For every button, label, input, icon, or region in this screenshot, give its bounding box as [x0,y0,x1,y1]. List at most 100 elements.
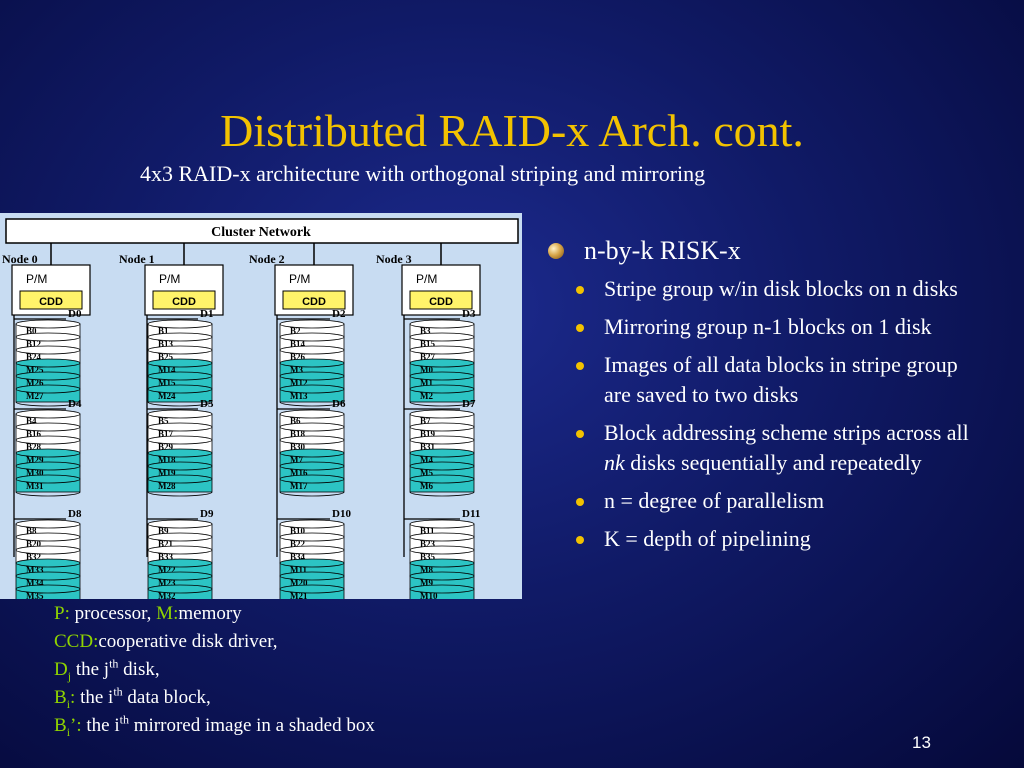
mirror-label: M29 [26,455,44,465]
block-label: B8 [26,526,37,536]
mirror-label: M27 [26,391,44,401]
block-label: B5 [158,416,169,426]
slice-top [409,422,475,432]
slice-top [279,584,345,594]
slice-top [147,435,213,445]
legend-p-key: P: [54,603,70,624]
mirror-label: M2 [420,391,433,401]
mirror-label: M32 [158,591,176,599]
cdd-label: CDD [429,296,453,308]
legend-line-processor: P: processor, M:memory [54,600,375,628]
mirror-label: M9 [420,578,433,588]
bullet-dot-icon [576,324,584,332]
legend-bim-text: the ith mirrored image in a shaded box [81,712,375,736]
slice-top [147,461,213,471]
block-label: B31 [420,442,436,452]
slice-top [147,571,213,581]
slice-top [147,558,213,568]
block-label: B33 [158,552,174,562]
block-label: B13 [158,339,174,349]
disk-bottom [279,401,345,407]
slice-top [147,532,213,542]
bullet-dot-icon [576,536,584,544]
slice-top [409,558,475,568]
mirror-label: M4 [420,455,433,465]
bullet-dot-icon [576,430,584,438]
block-label: B29 [158,442,174,452]
block-label: B3 [420,326,431,336]
slice-top [279,345,345,355]
slice-top [409,409,475,419]
slice-top [15,558,81,568]
mirror-label: M11 [290,565,307,575]
sub-bullet-item: Block addressing scheme strips across al… [574,418,978,478]
legend-bi-key: Bi: [54,687,76,711]
bullet-dot-icon [576,362,584,370]
block-label: B22 [290,539,306,549]
mirror-label: M21 [290,591,308,599]
slice-top [409,545,475,555]
block-label: B35 [420,552,436,562]
slice-top [15,384,81,394]
cdd-label: CDD [302,296,326,308]
slice-top [409,384,475,394]
legend: P: processor, M:memory CCD:cooperative d… [54,600,375,740]
sub-bullet-item: n = degree of parallelism [574,486,978,516]
mirror-label: M12 [290,378,308,388]
mirror-label: M28 [158,481,176,491]
slice-top [15,422,81,432]
slice-top [279,474,345,484]
sub-bullet-item: Mirroring group n-1 blocks on 1 disk [574,312,978,342]
legend-line-disk: Dj the jth disk, [54,656,375,684]
slice-top [409,371,475,381]
block-label: B11 [420,526,435,536]
slice-top [409,345,475,355]
block-label: B23 [420,539,436,549]
legend-m-text: memory [178,603,242,624]
block-label: B27 [420,352,436,362]
legend-p-text: processor, [69,603,157,624]
block-label: B24 [26,352,42,362]
slice-top [15,545,81,555]
legend-bim-key: Bi’: [54,715,82,739]
slice-top [147,371,213,381]
slice-top [15,409,81,419]
block-label: B16 [26,429,42,439]
block-label: B9 [158,526,169,536]
block-label: B12 [26,339,42,349]
sub-bullet-item: K = depth of pipelining [574,524,978,554]
cdd-label: CDD [172,296,196,308]
cdd-label: CDD [39,296,63,308]
pm-label: P/M [159,272,180,286]
block-label: B26 [290,352,306,362]
mirror-label: M31 [26,481,44,491]
slice-top [409,474,475,484]
disk-bottom [279,491,345,497]
slice-top [409,584,475,594]
legend-line-mirror: Bi’: the ith mirrored image in a shaded … [54,712,375,740]
slice-top [147,422,213,432]
block-label: B28 [26,442,42,452]
pm-label: P/M [416,272,437,286]
slice-top [279,571,345,581]
slice-top [147,474,213,484]
block-label: B10 [290,526,306,536]
mirror-label: M14 [158,365,176,375]
block-label: B19 [420,429,436,439]
bullet-ball-icon [548,243,564,259]
mirror-label: M33 [26,565,44,575]
cluster-network-bar [5,218,519,244]
block-label: B14 [290,339,306,349]
page-number: 13 [912,733,931,752]
disk-bottom [147,401,213,407]
mirror-label: M1 [420,378,433,388]
bullet-dot-icon [576,498,584,506]
legend-line-ccd: CCD:cooperative disk driver, [54,628,375,656]
block-label: B25 [158,352,174,362]
slice-top [15,435,81,445]
disk-bottom [15,401,81,407]
disk-label: D3 [462,308,476,320]
disk-label: D0 [68,308,82,320]
mirror-label: M30 [26,468,44,478]
sub-bullet-item: Stripe group w/in disk blocks on n disks [574,274,978,304]
